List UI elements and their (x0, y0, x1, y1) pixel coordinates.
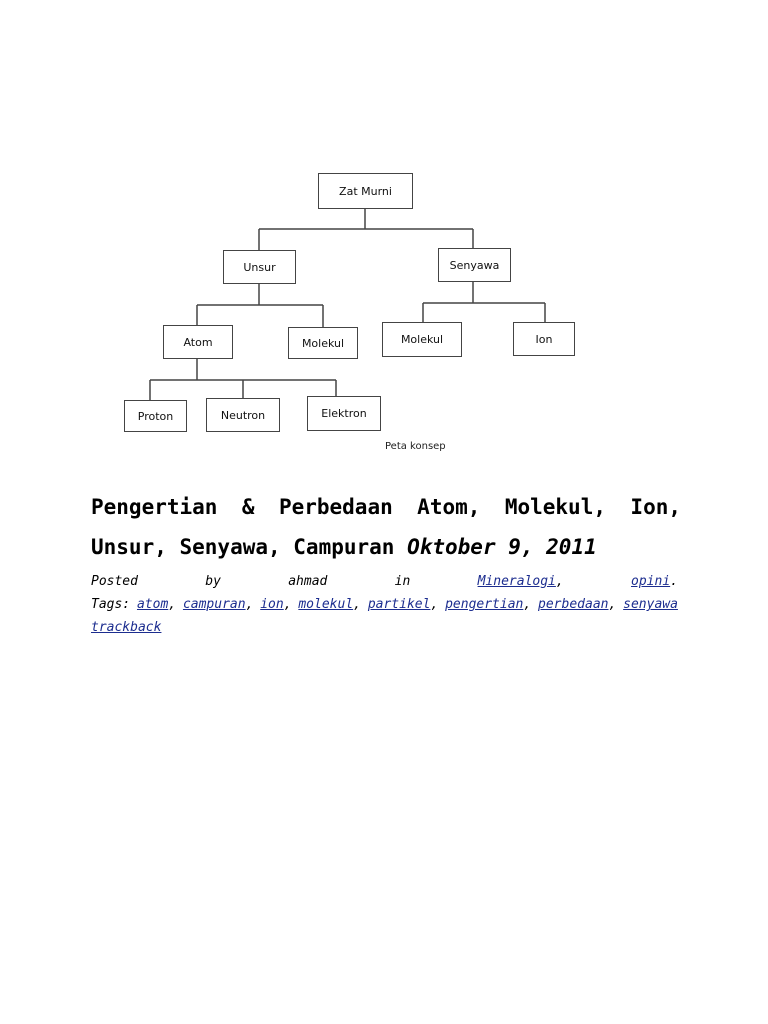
post-date: Oktober 9, 2011 (407, 535, 597, 559)
node-elektron: Elektron (307, 396, 381, 431)
trackback-link[interactable]: trackback (91, 620, 162, 635)
node-zat-murni: Zat Murni (318, 173, 413, 209)
post-title-text: Pengertian & Perbedaan Atom, Molekul, Io… (91, 495, 681, 559)
tag-link[interactable]: campuran (182, 597, 246, 612)
node-ion: Ion (513, 322, 575, 356)
node-molekul: Molekul (288, 327, 358, 359)
concept-map-diagram: Zat Murni Unsur Senyawa Atom Molekul Mol… (0, 0, 768, 470)
tag-link[interactable]: senyawa (623, 597, 678, 612)
post-trackback: trackback (91, 620, 678, 635)
node-unsur: Unsur (223, 250, 296, 284)
category-link[interactable]: Mineralogi (477, 574, 556, 589)
node-molekul: Molekul (382, 322, 462, 357)
tag-link[interactable]: molekul (298, 597, 354, 612)
node-atom: Atom (163, 325, 233, 359)
post-byline: Posted by ahmad in Mineralogi, opini. (91, 574, 678, 589)
tag-link[interactable]: atom (136, 597, 169, 612)
tag-link[interactable]: perbedaan (538, 597, 609, 612)
node-neutron: Neutron (206, 398, 280, 432)
concept-map-connectors (149, 208, 546, 400)
by-label: by (205, 574, 221, 589)
post-title: Pengertian & Perbedaan Atom, Molekul, Io… (91, 487, 681, 567)
node-senyawa: Senyawa (438, 248, 511, 282)
tag-link[interactable]: ion (260, 597, 284, 612)
node-proton: Proton (124, 400, 187, 432)
in-label: in (394, 574, 411, 589)
category-link[interactable]: opini (631, 574, 671, 589)
tags-label: Tags: (91, 597, 131, 612)
post-tags: Tags: atom, campuran, ion, molekul, part… (91, 597, 678, 612)
tag-link[interactable]: partikel (367, 597, 431, 612)
map-caption: Peta konsep (385, 441, 446, 452)
author-name: ahmad (288, 574, 328, 589)
posted-label: Posted (91, 574, 138, 589)
tag-link[interactable]: pengertian (445, 597, 524, 612)
